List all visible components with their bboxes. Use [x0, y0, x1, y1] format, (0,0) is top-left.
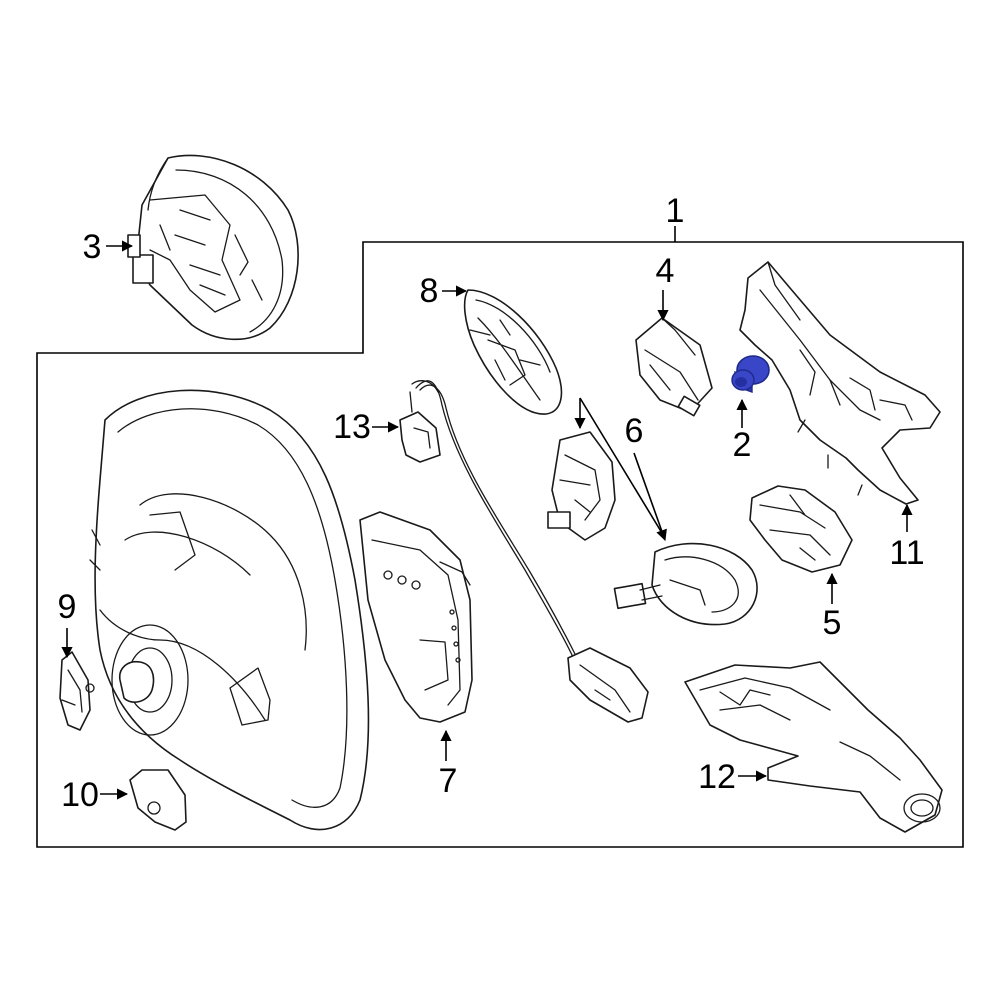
- part-12-cover[interactable]: [684, 661, 943, 833]
- callout-4[interactable]: 4: [656, 252, 675, 290]
- callout-2[interactable]: 2: [733, 426, 752, 464]
- callout-9[interactable]: 9: [58, 588, 77, 626]
- part-9-small-bracket[interactable]: [59, 651, 95, 731]
- callout-8[interactable]: 8: [420, 272, 439, 310]
- wire-harness: [415, 380, 649, 723]
- callout-11[interactable]: 11: [889, 534, 924, 572]
- callout-3[interactable]: 3: [83, 228, 102, 266]
- part-13-connector[interactable]: [399, 380, 441, 463]
- callout-12[interactable]: 12: [698, 758, 736, 796]
- part-5-bracket[interactable]: [749, 485, 853, 573]
- part-6-module-group[interactable]: [547, 397, 758, 626]
- callout-13[interactable]: 13: [333, 408, 371, 446]
- leader-lines: [61, 226, 913, 800]
- part-10-clip[interactable]: [129, 769, 187, 831]
- part-4-switch[interactable]: [635, 317, 713, 417]
- callout-7[interactable]: 7: [439, 762, 458, 800]
- part-8-trim-cover[interactable]: [463, 289, 563, 415]
- part-11-frame-bracket[interactable]: [739, 261, 941, 505]
- callout-10[interactable]: 10: [61, 776, 99, 814]
- callout-6[interactable]: 6: [625, 412, 644, 450]
- steering-wheel: [89, 389, 370, 831]
- part-7-control-panel[interactable]: [359, 511, 473, 723]
- callout-5[interactable]: 5: [823, 604, 842, 642]
- callout-1[interactable]: 1: [666, 192, 685, 230]
- part-2-bolt[interactable]: [731, 355, 770, 393]
- assembly-frame: [36, 241, 964, 848]
- part-3-airbag-module[interactable]: [127, 154, 299, 341]
- callout-labels: 1 2 3 4 5 6 7 8 9 10 11 12 13: [58, 192, 925, 814]
